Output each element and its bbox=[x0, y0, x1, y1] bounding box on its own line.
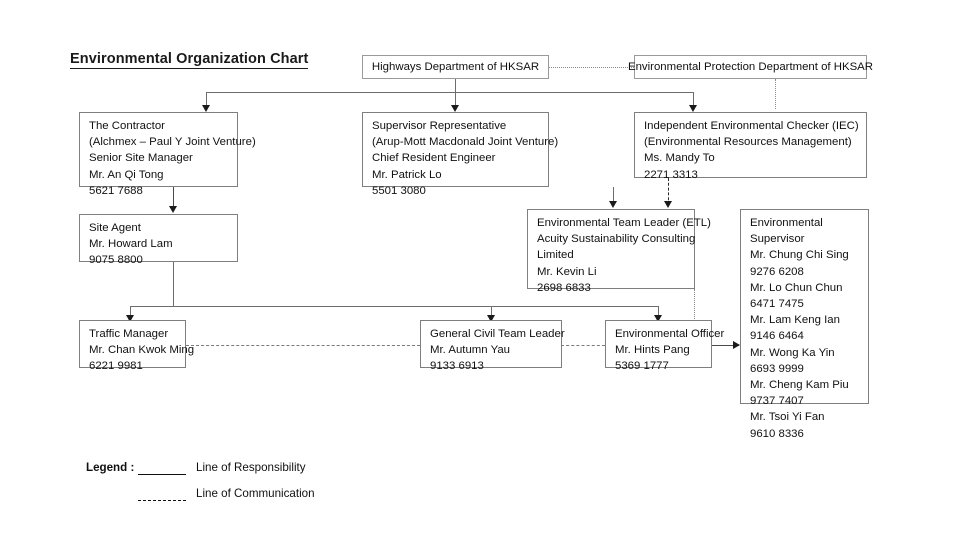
arrowhead-etl-from-supervisor bbox=[608, 201, 617, 208]
arrowhead-environmental-officer bbox=[653, 315, 662, 322]
arrowhead-traffic-manager bbox=[125, 315, 134, 322]
arrowhead-contractor bbox=[201, 105, 210, 112]
site-agent-box[interactable]: Site Agent Mr. Howard Lam 9075 8800 bbox=[79, 214, 238, 266]
connector-highways-stem bbox=[455, 79, 456, 92]
legend-dashed-line-swatch bbox=[138, 500, 186, 501]
environmental-supervisor-box[interactable]: Environmental Supervisor Mr. Chung Chi S… bbox=[740, 209, 869, 440]
general-civil-team-leader-box[interactable]: General Civil Team Leader Mr. Autumn Yau… bbox=[420, 320, 565, 372]
environmental-team-leader-box[interactable]: Environmental Team Leader (ETL) Acuity S… bbox=[527, 209, 711, 294]
connector-top-bus bbox=[206, 92, 694, 93]
connector-bus-to-contractor bbox=[206, 92, 207, 109]
connector-bottom-bus bbox=[130, 306, 659, 307]
connector-epd-to-iec bbox=[775, 79, 776, 109]
connector-site-agent-stem bbox=[173, 262, 174, 307]
connector-bus-to-traffic-manager bbox=[130, 306, 131, 320]
connector-bus-to-general-civil bbox=[491, 306, 492, 320]
connector-bus-to-environmental-officer bbox=[658, 306, 659, 320]
supervisor-representative-box[interactable]: Supervisor Representative (Arup-Mott Mac… bbox=[362, 112, 558, 197]
connector-bus-to-supervisor-rep bbox=[455, 92, 456, 109]
traffic-manager-box[interactable]: Traffic Manager Mr. Chan Kwok Ming 6221 … bbox=[79, 320, 194, 372]
arrowhead-supervisor-rep bbox=[450, 105, 459, 112]
arrowhead-general-civil bbox=[486, 315, 495, 322]
connector-traffic-to-general-civil-dashed bbox=[186, 345, 420, 346]
environmental-protection-department-box[interactable]: Environmental Protection Department of H… bbox=[628, 55, 873, 79]
legend-solid-line-swatch bbox=[138, 474, 186, 475]
page-title: Environmental Organization Chart bbox=[70, 51, 309, 69]
connector-bus-to-iec bbox=[693, 92, 694, 109]
connector-general-civil-to-env-officer-dashed bbox=[561, 345, 605, 346]
connector-highways-to-epd bbox=[549, 67, 634, 68]
the-contractor-box[interactable]: The Contractor (Alchmex – Paul Y Joint V… bbox=[79, 112, 256, 197]
connector-etl-to-environmental-officer bbox=[694, 289, 695, 321]
independent-environmental-checker-box[interactable]: Independent Environmental Checker (IEC) … bbox=[634, 112, 867, 181]
connector-supervisor-rep-stem bbox=[613, 187, 614, 205]
connector-env-officer-to-env-supervisor bbox=[712, 345, 739, 346]
connector-iec-to-etl bbox=[668, 178, 669, 205]
arrowhead-iec bbox=[688, 105, 697, 112]
environmental-officer-box[interactable]: Environmental Officer Mr. Hints Pang 536… bbox=[605, 320, 724, 372]
arrowhead-site-agent bbox=[168, 206, 177, 213]
arrowhead-env-supervisor bbox=[733, 340, 740, 349]
legend-line-of-responsibility: Line of Responsibility bbox=[196, 461, 306, 474]
connector-contractor-to-site-agent bbox=[173, 187, 174, 209]
highways-department-box[interactable]: Highways Department of HKSAR bbox=[362, 55, 549, 79]
legend-line-of-communication: Line of Communication bbox=[196, 487, 315, 500]
legend-label: Legend : bbox=[86, 461, 135, 474]
arrowhead-etl-from-iec bbox=[663, 201, 672, 208]
